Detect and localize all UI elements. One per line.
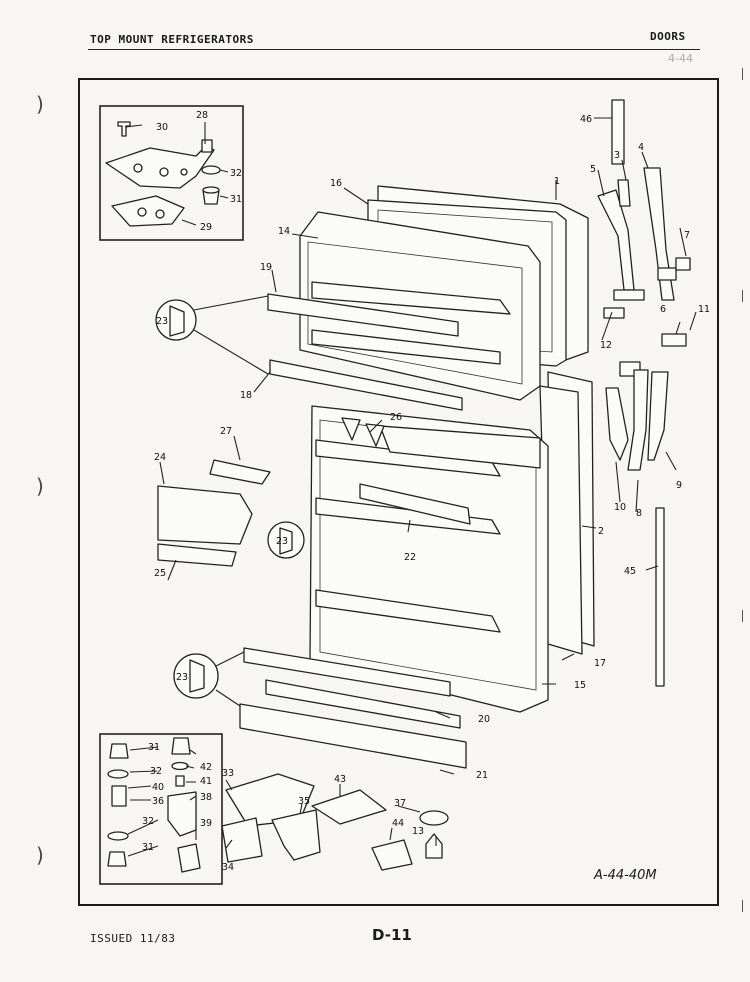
callout-18: 18	[240, 390, 252, 401]
callout-39: 39	[200, 818, 212, 829]
page-edge-mark	[742, 900, 749, 912]
callout-23: 23	[176, 672, 188, 683]
callout-24: 24	[154, 452, 166, 463]
fresh-food-door-assembly	[157, 371, 595, 769]
page-edge-mark	[742, 610, 749, 622]
handwritten-note: 4-44	[668, 52, 693, 65]
callout-25: 25	[154, 568, 166, 579]
callout-7: 7	[684, 230, 690, 241]
callout-14: 14	[278, 226, 290, 237]
callout-3: 3	[614, 150, 620, 161]
callout-16: 16	[330, 178, 342, 189]
page-number: D-11	[372, 926, 412, 944]
callout-4: 4	[638, 142, 644, 153]
callout-27: 27	[220, 426, 232, 437]
callout-labels: 1 2 3 4 5 6 7 8 9 10 11 12 13 14 15 16 1…	[142, 110, 710, 873]
callout-23: 23	[276, 536, 288, 547]
callout-12: 12	[600, 340, 612, 351]
callout-35: 35	[298, 796, 310, 807]
callout-26: 26	[390, 412, 402, 423]
page-edge-mark	[742, 68, 749, 80]
shelf-clip-details	[155, 295, 385, 707]
callout-37: 37	[394, 798, 406, 809]
callout-42: 42	[200, 762, 212, 773]
lower-hinge-inset	[99, 733, 223, 885]
side-hinges-and-trim	[597, 99, 691, 687]
callout-32: 32	[230, 168, 242, 179]
punch-hole-bottom: )	[36, 843, 44, 867]
callout-31: 31	[142, 842, 154, 853]
callout-40: 40	[152, 782, 164, 793]
section-subtitle: DOORS	[650, 30, 686, 43]
punch-hole-top: )	[36, 92, 44, 116]
callout-15: 15	[574, 680, 586, 691]
callout-28: 28	[196, 110, 208, 121]
callout-45: 45	[624, 566, 636, 577]
lower-hinge-hardware	[221, 773, 449, 871]
callout-38: 38	[200, 792, 212, 803]
callout-19: 19	[260, 262, 272, 273]
callout-22: 22	[404, 552, 416, 563]
issue-date: ISSUED 11/83	[90, 932, 176, 945]
callout-20: 20	[478, 714, 490, 725]
callout-29: 29	[200, 222, 212, 233]
callout-17: 17	[594, 658, 606, 669]
callout-32: 32	[150, 766, 162, 777]
callout-23: 23	[156, 316, 168, 327]
leader-lines	[124, 117, 697, 857]
callout-46: 46	[580, 114, 592, 125]
diagram-frame	[78, 78, 719, 906]
punch-hole-middle: )	[36, 474, 44, 498]
callout-2: 2	[598, 526, 604, 537]
drawing-reference-code: A-44-40M	[594, 868, 657, 883]
callout-43: 43	[334, 774, 346, 785]
callout-31: 31	[230, 194, 242, 205]
top-hinge-inset	[99, 105, 244, 241]
page-edge-mark	[742, 290, 749, 302]
callout-34: 34	[222, 862, 234, 873]
callout-30: 30	[156, 122, 168, 133]
callout-1: 1	[554, 176, 560, 187]
callout-6: 6	[660, 304, 666, 315]
callout-13: 13	[412, 826, 424, 837]
callout-8: 8	[636, 508, 642, 519]
callout-11: 11	[698, 304, 710, 315]
header-rule	[88, 49, 700, 50]
section-title: TOP MOUNT REFRIGERATORS	[90, 33, 254, 46]
freezer-door-assembly	[267, 185, 589, 411]
callout-33: 33	[222, 768, 234, 779]
callout-41: 41	[200, 776, 212, 787]
callout-36: 36	[152, 796, 164, 807]
callout-44: 44	[392, 818, 404, 829]
callout-5: 5	[590, 164, 596, 175]
callout-10: 10	[614, 502, 626, 513]
callout-9: 9	[676, 480, 682, 491]
callout-32: 32	[142, 816, 154, 827]
callout-31: 31	[148, 742, 160, 753]
callout-21: 21	[476, 770, 488, 781]
